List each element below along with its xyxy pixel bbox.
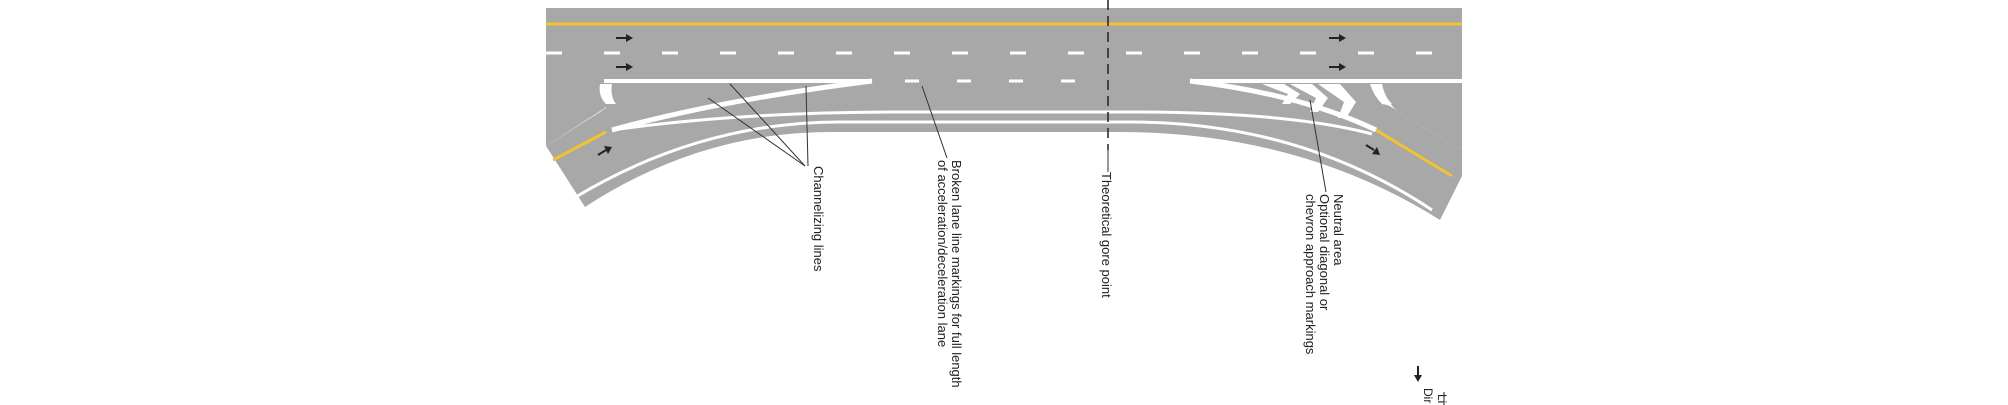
left-channelizing-wedge bbox=[611, 78, 873, 133]
right-ramp-yellow bbox=[1375, 128, 1453, 178]
right-spur bbox=[1382, 84, 1462, 150]
left-ramp-yellow bbox=[552, 130, 607, 162]
channelizing-leader-3 bbox=[805, 85, 809, 167]
direction-arrow-icon bbox=[1329, 34, 1346, 42]
broken-lane-label-2: of acceleration/deceleration lane bbox=[935, 160, 950, 347]
legend-arrow-icon bbox=[1414, 366, 1422, 382]
left-island-nose bbox=[599, 84, 616, 104]
neutral-area-label-2: Optional diagonal or bbox=[1317, 194, 1332, 311]
left-spur bbox=[546, 84, 609, 146]
ramp-outer-edge bbox=[573, 120, 1433, 212]
callout-labels: Channelizing lines Broken lane line mark… bbox=[811, 160, 1346, 388]
legend: Dir Li bbox=[1414, 366, 1449, 405]
channelizing-label: Channelizing lines bbox=[811, 166, 826, 272]
neutral-area-label-1: Neutral area bbox=[1331, 194, 1346, 266]
direction-arrow-icon bbox=[1329, 63, 1346, 71]
neutral-area-leader bbox=[1309, 99, 1327, 193]
neutral-area-label-3: chevron approach markings bbox=[1303, 194, 1318, 355]
direction-arrow-icon bbox=[597, 146, 612, 156]
channelizing-leader-2 bbox=[707, 97, 806, 167]
channelizing-leader-1 bbox=[729, 83, 806, 167]
legend-direction-label: Dir bbox=[1421, 388, 1435, 403]
right-island-nose bbox=[1370, 84, 1392, 104]
pavement-markings bbox=[546, 22, 1462, 212]
broken-lane-label-1: Broken lane line markings for full lengt… bbox=[949, 160, 964, 388]
direction-arrow-icon bbox=[616, 63, 633, 71]
gore-point-label: Theoretical gore point bbox=[1099, 172, 1114, 298]
legend-cut-label: Li bbox=[1435, 394, 1449, 403]
direction-arrows bbox=[597, 34, 1380, 156]
leader-lines bbox=[707, 83, 1327, 193]
ramp-inner-edge bbox=[611, 110, 1373, 136]
direction-arrow-icon bbox=[1365, 144, 1380, 155]
mainline-road bbox=[546, 8, 1462, 84]
chevron-markings bbox=[1262, 84, 1356, 118]
direction-arrow-icon bbox=[616, 34, 633, 42]
broken-lane-leader bbox=[921, 85, 948, 159]
